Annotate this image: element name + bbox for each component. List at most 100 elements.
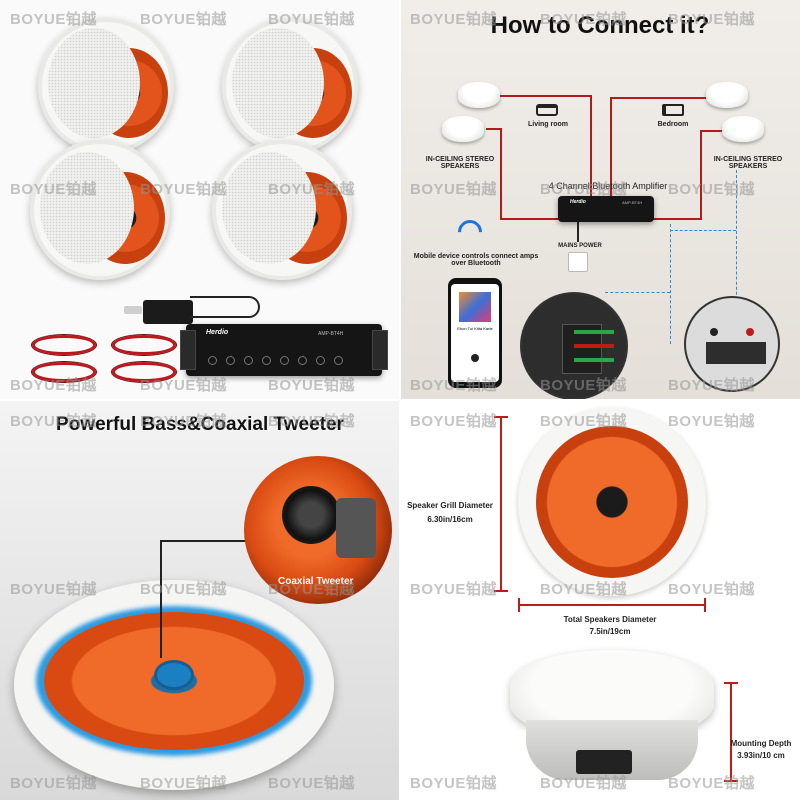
connect-title: How to Connect it? (490, 12, 710, 39)
amp-power-button (208, 356, 217, 365)
amp-prev-button (280, 356, 289, 365)
in-ceiling-label-left: IN-CEILING STEREO SPEAKERS (425, 156, 495, 170)
watermark: BOYUE铂越 (10, 775, 97, 792)
front-speaker (518, 408, 706, 596)
tweeter-center (154, 660, 194, 690)
amp-play-button (298, 356, 307, 365)
connection-diagram-panel: How to Connect it? Living room Bedroom I… (400, 0, 800, 400)
watermark: BOYUE铂越 (668, 775, 755, 792)
watermark: BOYUE铂越 (540, 581, 627, 598)
in-ceiling-label-right: IN-CEILING STEREO SPEAKERS (713, 156, 783, 170)
bedroom-speaker-1 (706, 82, 748, 108)
speaker-cable-1 (32, 335, 96, 355)
tweeter-zoom: Coaxial Tweeter (244, 456, 392, 604)
watermark: BOYUE铂越 (10, 377, 97, 394)
watermark: BOYUE铂越 (140, 413, 227, 430)
watermark: BOYUE铂越 (668, 377, 755, 394)
watermark: BOYUE铂越 (668, 11, 755, 28)
watermark: BOYUE铂越 (268, 11, 355, 28)
living-room-label: Living room (527, 121, 569, 128)
speaker-cable-4 (112, 362, 176, 382)
play-button-icon (471, 354, 479, 362)
watermark: BOYUE铂越 (268, 181, 355, 198)
watermark: BOYUE铂越 (410, 181, 497, 198)
amp-vol-up-button (244, 356, 253, 365)
bedroom-speaker-2 (722, 116, 764, 142)
amp-stereo-button (334, 356, 343, 365)
album-art (459, 292, 491, 322)
amp-next-button (316, 356, 325, 365)
total-diameter-value: 7.5in/19cm (589, 627, 631, 636)
power-adapter (143, 300, 193, 324)
speaker-terminal-zoom (684, 296, 780, 392)
amplifier-model: AMP-BT4H (318, 331, 344, 337)
watermark: BOYUE铂越 (540, 377, 627, 394)
watermark: BOYUE铂越 (540, 413, 627, 430)
watermark: BOYUE铂越 (668, 581, 755, 598)
watermark: BOYUE铂越 (540, 181, 627, 198)
bed-icon (662, 104, 684, 116)
watermark: BOYUE铂越 (668, 181, 755, 198)
power-cable (190, 296, 260, 318)
watermark: BOYUE铂越 (10, 413, 97, 430)
mobile-phone: Ebon Tui Kitta Karte (448, 278, 502, 388)
watermark: BOYUE铂越 (410, 413, 497, 430)
watermark: BOYUE铂越 (410, 11, 497, 28)
watermark: BOYUE铂越 (140, 181, 227, 198)
tweeter-label: Coaxial Tweeter (278, 576, 354, 587)
speaker-top-left (38, 18, 174, 154)
pointer-line-h (160, 540, 260, 542)
watermark: BOYUE铂越 (140, 775, 227, 792)
product-kit-panel: Herdio AMP-BT4H (0, 0, 400, 400)
speaker-bottom-right (212, 140, 352, 280)
mains-power-label: MAINS POWER (558, 243, 602, 249)
amplifier-brand: Herdio (206, 329, 229, 336)
amplifier-diagram-label: 4 Channel Bluetooth Amplifier (548, 181, 668, 191)
watermark: BOYUE铂越 (410, 775, 497, 792)
total-diameter-label: Total Speakers Diameter (563, 615, 657, 624)
watermark: BOYUE铂越 (140, 11, 227, 28)
watermark: BOYUE铂越 (10, 581, 97, 598)
sofa-icon (536, 104, 558, 116)
bedroom-label: Bedroom (657, 121, 689, 128)
amp-vol-down-button (262, 356, 271, 365)
side-speaker-terminal (576, 750, 632, 774)
watermark: BOYUE铂越 (140, 581, 227, 598)
watermark: BOYUE铂越 (410, 581, 497, 598)
bass-tweeter-panel: Powerful Bass&Coaxial Tweeter Coaxial Tw… (0, 400, 400, 800)
power-plug (124, 306, 142, 314)
grill-label: Speaker Grill Diameter (407, 501, 493, 510)
watermark: BOYUE铂越 (268, 775, 355, 792)
living-room-speaker-2 (442, 116, 484, 142)
bluetooth-amplifier: Herdio AMP-BT4H (180, 324, 388, 376)
wall-socket (568, 252, 588, 272)
watermark: BOYUE铂越 (140, 377, 227, 394)
mobile-control-text: Mobile device controls connect amps over… (413, 253, 539, 267)
song-title: Ebon Tui Kitta Karte (457, 326, 493, 331)
speaker-cable-2 (112, 335, 176, 355)
watermark: BOYUE铂越 (410, 377, 497, 394)
amp-mode-button (226, 356, 235, 365)
watermark: BOYUE铂越 (268, 581, 355, 598)
speaker-bottom-left (30, 140, 170, 280)
tweeter-bracket (336, 498, 376, 558)
watermark: BOYUE铂越 (10, 181, 97, 198)
front-cone (536, 426, 688, 578)
tweeter-dome (282, 486, 340, 544)
large-speaker (14, 580, 334, 790)
speaker-top-right (222, 18, 358, 154)
bluetooth-icon (453, 215, 487, 249)
watermark: BOYUE铂越 (10, 11, 97, 28)
watermark: BOYUE铂越 (540, 11, 627, 28)
living-room-speaker-1 (458, 82, 500, 108)
grill-value: 6.30in/16cm (427, 515, 473, 524)
depth-label: Mounting Depth (730, 739, 792, 748)
depth-value: 3.93in/10 cm (737, 751, 785, 760)
pointer-line (160, 540, 162, 658)
watermark: BOYUE铂越 (268, 377, 355, 394)
dimensions-panel: Speaker Grill Diameter 6.30in/16cm Total… (400, 400, 800, 800)
amp-terminal-zoom (520, 292, 628, 400)
diagram-amplifier: Herdio AMP-BT4H (558, 196, 654, 222)
speaker-cable-3 (32, 362, 96, 382)
watermark: BOYUE铂越 (540, 775, 627, 792)
